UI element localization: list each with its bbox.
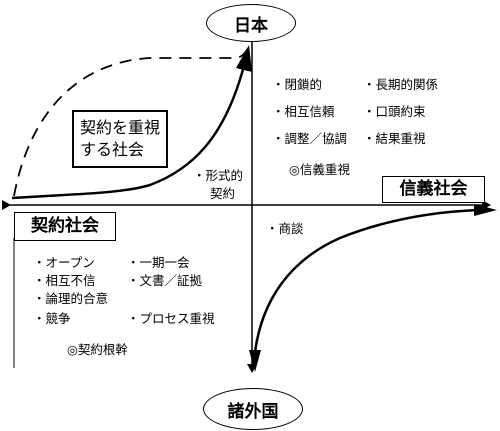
contract-trait: ・文書／証拠 bbox=[127, 273, 203, 288]
contract-emphasis-line1: 契約を重視 bbox=[79, 118, 160, 138]
contract-trait: ・オープン bbox=[33, 255, 95, 270]
japan-trait: ・長期的関係 bbox=[363, 77, 439, 92]
contract-trait: ・相互不信 bbox=[33, 273, 96, 288]
japan-trait: ・調整／協調 bbox=[272, 131, 348, 146]
foreign-countries-label-text: 諸外国 bbox=[227, 401, 279, 422]
contract-emphasis-line2: する社会 bbox=[79, 140, 144, 159]
japan-summary: ◎信義重視 bbox=[289, 162, 350, 177]
foreign-countries-label: 諸外国 bbox=[203, 388, 303, 430]
japan-growth-arrowhead bbox=[236, 45, 252, 72]
japan-growth-curve bbox=[11, 61, 247, 200]
contract-summary: ◎契約根幹 bbox=[67, 342, 128, 357]
contract-society-label-text: 契約社会 bbox=[31, 216, 99, 236]
trust-society-arrowhead bbox=[474, 204, 497, 216]
japan-trait: ・相互信頼 bbox=[272, 104, 335, 119]
japan-label-text: 日本 bbox=[234, 15, 268, 36]
formal-contract-line1: ・形式的 bbox=[193, 168, 244, 183]
japan-trait: ・口頭約束 bbox=[363, 104, 426, 119]
contract-trait: ・競争 bbox=[33, 311, 71, 326]
contract-emphasis-box: 契約を重視 する社会 bbox=[72, 110, 168, 168]
contract-trait: ・一期一会 bbox=[127, 255, 190, 270]
trust-society-label: 信義社会 bbox=[382, 176, 485, 203]
contract-trait: ・プロセス重視 bbox=[127, 311, 215, 326]
dashed-curve bbox=[13, 47, 249, 197]
contract-society-label: 契約社会 bbox=[14, 212, 116, 241]
japan-trait: ・結果重視 bbox=[363, 131, 426, 146]
contract-trait: ・論理的合意 bbox=[33, 291, 109, 306]
japan-trait: ・閉鎖的 bbox=[272, 77, 323, 92]
japan-label: 日本 bbox=[206, 4, 296, 42]
negotiation-trait: ・商談 bbox=[266, 221, 304, 236]
foreign-arrowhead bbox=[249, 350, 261, 372]
formal-contract-line2: 契約 bbox=[210, 186, 236, 201]
trust-society-curve bbox=[253, 208, 479, 353]
trust-society-label-text: 信義社会 bbox=[399, 179, 468, 199]
